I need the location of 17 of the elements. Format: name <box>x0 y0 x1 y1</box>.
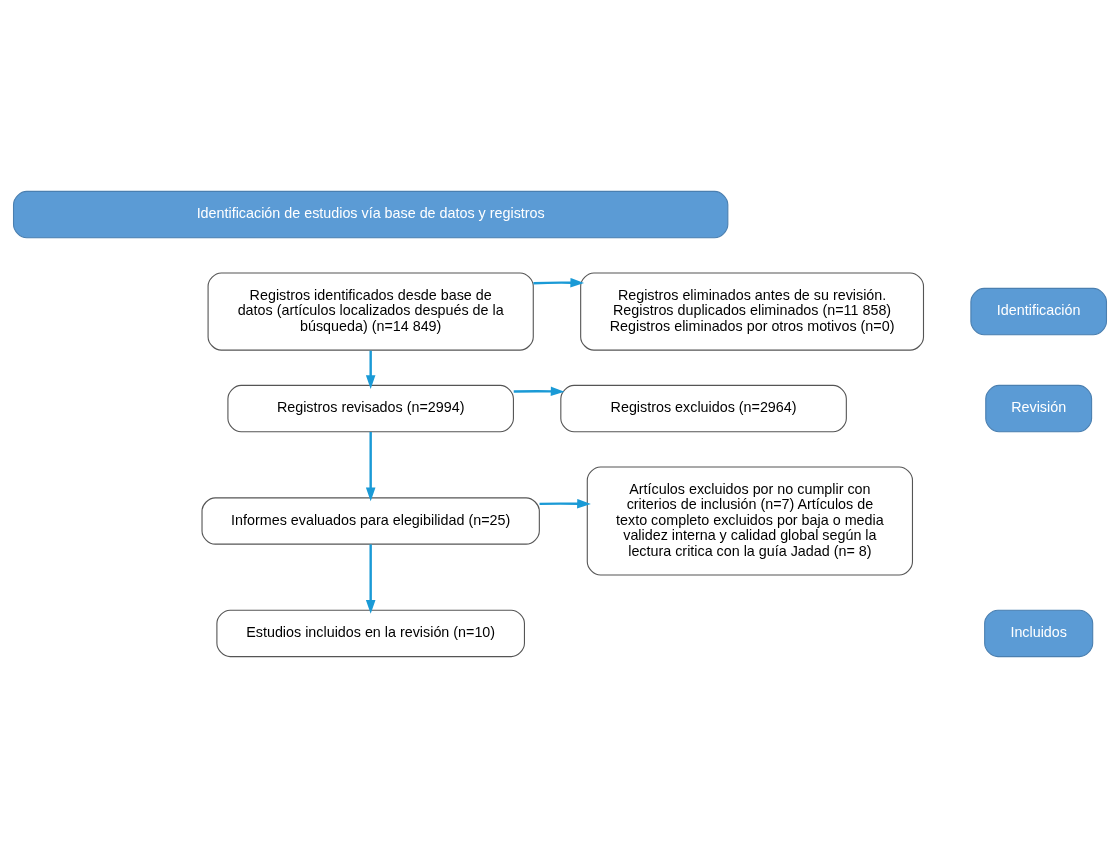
node-box: Registros eliminados antes de su revisión. Registros duplicados eliminados (n=11 858) Registros eliminados por otros motivos (n=0) <box>580 272 925 351</box>
node-box: Registros excluidos (n=2964) <box>560 384 847 433</box>
node-box: Informes evaluados para elegibilidad (n=25) <box>201 497 540 545</box>
node-box: Identificación <box>970 287 1108 336</box>
arrow <box>539 498 591 509</box>
node-box: Registros identificados desde base de datos (artículos localizados después de la búsqueda) (n=14 849) <box>207 272 534 351</box>
arrow <box>365 350 376 389</box>
node-box: Artículos excluidos por no cumplir con criterios de inclusión (n=7) Artículos de texto completo excluidos por baja o media validez interna y calidad global según la lectura critica con la guía Jadad (n= 8) <box>586 466 913 576</box>
arrow <box>533 277 585 288</box>
arrow <box>365 432 376 502</box>
arrow <box>365 544 376 614</box>
node-box: Registros revisados (n=2994) <box>227 384 514 433</box>
node-box: Incluidos <box>984 609 1094 658</box>
node-box: Identificación de estudios vía base de datos y registros <box>12 190 729 239</box>
arrow <box>513 386 565 397</box>
node-box: Revisión <box>985 384 1093 433</box>
node-box: Estudios incluidos en la revisión (n=10) <box>216 609 525 658</box>
